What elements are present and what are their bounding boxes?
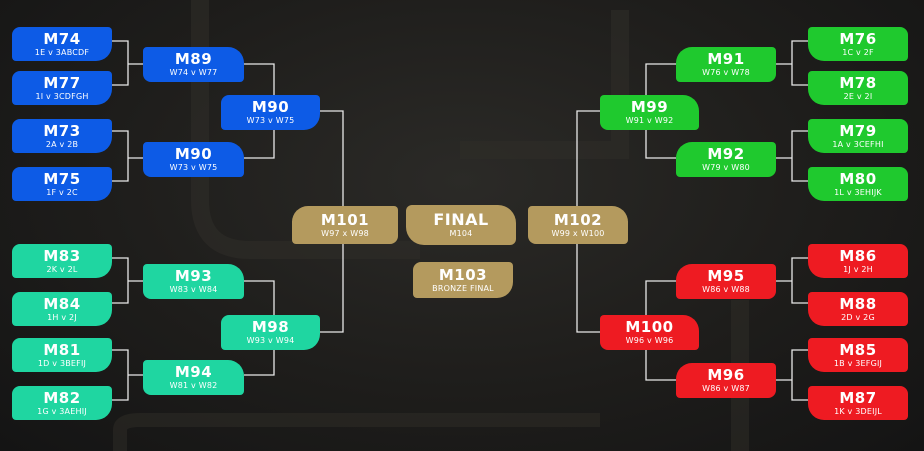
match-code: M77: [43, 73, 81, 92]
match-m93[interactable]: M93 W83 v W84: [143, 264, 244, 299]
match-teams: W79 v W80: [702, 163, 750, 172]
match-m96[interactable]: M96 W86 v W87: [676, 363, 776, 398]
match-m74[interactable]: M74 1E v 3ABCDF: [12, 27, 112, 61]
match-teams: W96 v W96: [625, 336, 674, 345]
match-teams: W93 v W94: [246, 336, 295, 345]
match-code: M89: [174, 50, 213, 68]
match-teams: 1C v 2F: [842, 47, 874, 57]
match-m101[interactable]: M101 W97 x W98: [292, 206, 398, 244]
match-m73[interactable]: M73 2A v 2B: [12, 119, 112, 153]
match-teams: W74 v W77: [169, 68, 218, 77]
match-teams: 2E v 2I: [843, 91, 873, 101]
match-final[interactable]: FINAL M104: [406, 205, 516, 245]
match-teams: 1D v 3BEFIJ: [37, 358, 87, 368]
match-code: M100: [625, 318, 674, 336]
match-teams: 2D v 2G: [841, 312, 875, 322]
match-m90[interactable]: M90 W73 v W75: [143, 142, 244, 177]
match-code: M83: [43, 246, 81, 265]
match-teams: W86 v W88: [702, 285, 750, 294]
match-m88[interactable]: M88 2D v 2G: [808, 292, 908, 326]
match-teams: W99 x W100: [551, 228, 605, 238]
match-m94[interactable]: M94 W81 v W82: [143, 360, 244, 395]
match-teams: W73 v W75: [169, 163, 218, 172]
match-code: M92: [707, 145, 745, 163]
match-teams: W76 v W78: [702, 68, 750, 77]
match-code: M80: [839, 169, 877, 188]
match-m81[interactable]: M81 1D v 3BEFIJ: [12, 338, 112, 372]
match-teams: 1F v 2C: [46, 187, 78, 197]
match-code: M90: [174, 145, 213, 163]
match-code: M76: [839, 29, 877, 48]
match-m82[interactable]: M82 1G v 3AEHIJ: [12, 386, 112, 420]
match-m89[interactable]: M89 W74 v W77: [143, 47, 244, 82]
match-code: M74: [43, 29, 81, 48]
match-teams: W73 v W75: [246, 116, 295, 125]
match-teams: 1G v 3AEHIJ: [37, 406, 87, 416]
match-m92[interactable]: M92 W79 v W80: [676, 142, 776, 177]
match-teams: 1J v 2H: [843, 264, 873, 274]
match-teams: W91 v W92: [625, 116, 674, 125]
match-teams: W86 v W87: [702, 384, 750, 393]
match-m85[interactable]: M85 1B v 3EFGIJ: [808, 338, 908, 372]
match-code: M88: [839, 294, 877, 313]
match-m99[interactable]: M99 W91 v W92: [600, 95, 699, 130]
match-m90-qf[interactable]: M90 W73 v W75: [221, 95, 320, 130]
match-code: M84: [43, 294, 81, 313]
match-code: M86: [839, 246, 877, 265]
match-code: M82: [43, 388, 81, 407]
match-m98[interactable]: M98 W93 v W94: [221, 315, 320, 350]
match-m102[interactable]: M102 W99 x W100: [528, 206, 628, 244]
match-code: M94: [174, 363, 213, 381]
match-teams: M104: [449, 229, 473, 238]
match-code: M78: [839, 73, 877, 92]
match-teams: 1B v 3EFGIJ: [833, 358, 883, 368]
match-code: M101: [320, 210, 370, 229]
match-m80[interactable]: M80 1L v 3EHIJK: [808, 167, 908, 201]
match-code: M91: [707, 50, 745, 68]
match-code: M95: [707, 267, 745, 285]
match-m100[interactable]: M100 W96 v W96: [600, 315, 699, 350]
match-code: M96: [707, 366, 745, 384]
match-teams: 1H v 2J: [47, 312, 77, 322]
match-m86[interactable]: M86 1J v 2H: [808, 244, 908, 278]
match-teams: W81 v W82: [169, 381, 218, 390]
match-teams: 2A v 2B: [45, 139, 79, 149]
match-code: M73: [43, 121, 81, 140]
match-m84[interactable]: M84 1H v 2J: [12, 292, 112, 326]
match-m83[interactable]: M83 2K v 2L: [12, 244, 112, 278]
match-code: M102: [553, 210, 603, 229]
match-m91[interactable]: M91 W76 v W78: [676, 47, 776, 82]
match-teams: W83 v W84: [169, 285, 218, 294]
match-teams: 1L v 3EHIJK: [834, 187, 882, 197]
match-teams: 1E v 3ABCDF: [34, 47, 90, 57]
match-teams: 2K v 2L: [46, 264, 78, 274]
match-m77[interactable]: M77 1I v 3CDFGH: [12, 71, 112, 105]
match-code: M98: [251, 318, 290, 336]
match-code: M90: [251, 98, 290, 116]
match-teams: 1A v 3CEFHI: [832, 139, 884, 149]
match-code: M79: [839, 121, 877, 140]
match-m78[interactable]: M78 2E v 2I: [808, 71, 908, 105]
match-teams: W97 x W98: [321, 228, 369, 238]
match-m103[interactable]: M103 BRONZE FINAL: [413, 262, 513, 298]
match-code: M87: [839, 388, 877, 407]
match-code: M75: [43, 169, 81, 188]
match-code: M81: [43, 340, 81, 359]
match-teams: 1K v 3DEIJL: [834, 406, 882, 416]
match-code: M85: [839, 340, 877, 359]
match-code: M99: [630, 98, 669, 116]
match-m75[interactable]: M75 1F v 2C: [12, 167, 112, 201]
match-m79[interactable]: M79 1A v 3CEFHI: [808, 119, 908, 153]
match-m95[interactable]: M95 W86 v W88: [676, 264, 776, 299]
match-code: FINAL: [433, 210, 489, 229]
match-m87[interactable]: M87 1K v 3DEIJL: [808, 386, 908, 420]
match-code: M103: [438, 265, 488, 284]
match-teams: BRONZE FINAL: [432, 283, 494, 293]
match-m76[interactable]: M76 1C v 2F: [808, 27, 908, 61]
match-code: M93: [174, 267, 213, 285]
match-teams: 1I v 3CDFGH: [35, 91, 89, 101]
